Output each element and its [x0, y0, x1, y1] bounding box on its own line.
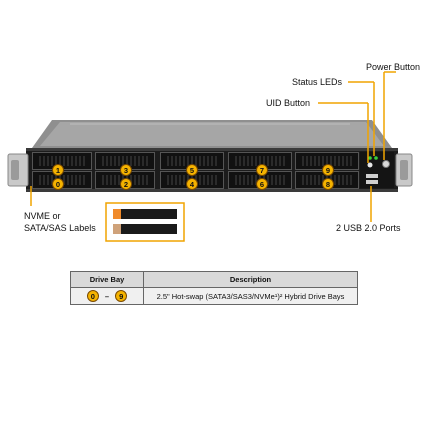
drive-badge-5: 5: [186, 164, 198, 176]
bay-to-badge: 9: [115, 290, 128, 302]
table-cell-description: 2.5" Hot-swap (SATA3/SAS3/NVMe¹)² Hybrid…: [143, 287, 358, 305]
table-header-row: Drive Bay Description: [70, 271, 358, 288]
nvme-labels-label: NVME or SATA/SAS Labels: [24, 211, 96, 233]
uid-button-shape: [367, 162, 373, 168]
table-header-description: Description: [143, 271, 358, 288]
drive-badge-0: 0: [52, 178, 64, 190]
table-row: 0 – 9 2.5" Hot-swap (SATA3/SAS3/NVMe¹)² …: [70, 287, 358, 305]
drive-badge-8: 8: [322, 178, 334, 190]
drive-badge-9: 9: [322, 164, 334, 176]
status-leds-label: Status LEDs: [292, 77, 343, 87]
power-button-shape: [382, 160, 390, 168]
drive-badge-7: 7: [256, 164, 268, 176]
usb-port-1: [366, 174, 378, 178]
label-highlight-box: [105, 202, 185, 242]
status-led-1: [368, 156, 372, 160]
drive-badge-3: 3: [120, 164, 132, 176]
drive-badge-2: 2: [120, 178, 132, 190]
power-button-label: Power Button: [366, 62, 421, 72]
drive-badge-4: 4: [186, 178, 198, 190]
bay-range-dash: –: [104, 291, 110, 301]
drive-badge-6: 6: [256, 178, 268, 190]
table-header-drive-bay: Drive Bay: [70, 271, 144, 288]
usb-port-2: [366, 180, 378, 184]
drive-badge-1: 1: [52, 164, 64, 176]
table-cell-drive-bay: 0 – 9: [70, 287, 144, 305]
bay-from-badge: 0: [86, 290, 99, 302]
uid-button-label: UID Button: [266, 98, 311, 108]
usb-ports-label: 2 USB 2.0 Ports: [336, 223, 401, 233]
drive-bay-table: Drive Bay Description 0 – 9 2.5" Hot-swa…: [70, 271, 358, 305]
status-led-2: [374, 156, 378, 160]
